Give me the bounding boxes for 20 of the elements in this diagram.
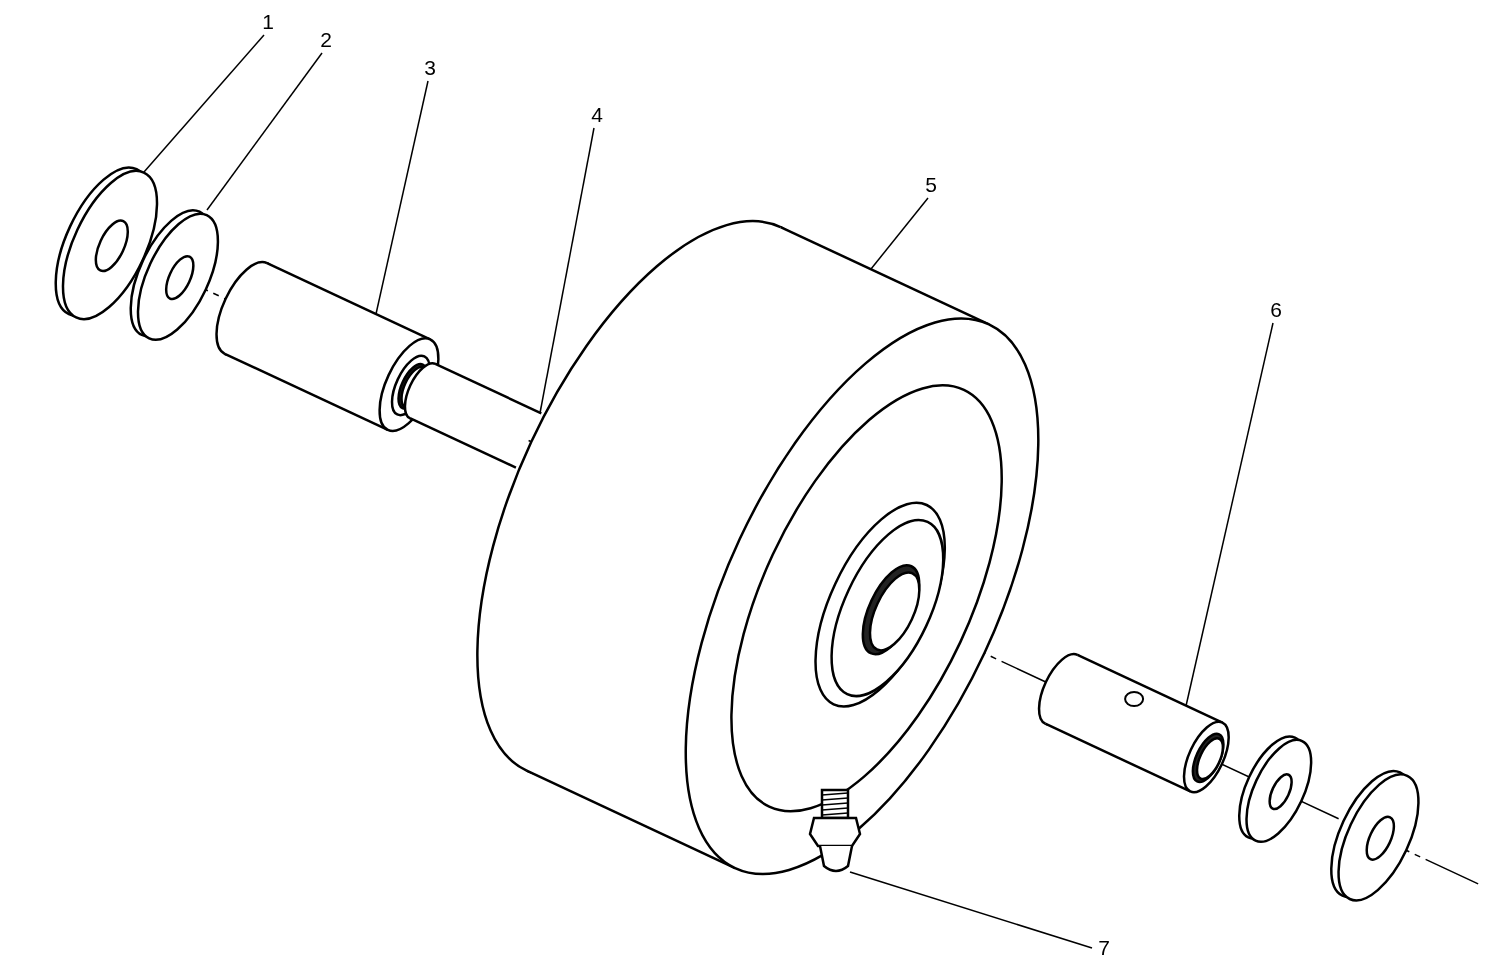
leader-line bbox=[206, 52, 323, 211]
callout-number: 2 bbox=[314, 27, 338, 53]
leader-line bbox=[143, 34, 265, 173]
wheel-drawing bbox=[476, 220, 1040, 875]
leader-line bbox=[870, 197, 929, 270]
leader-line bbox=[375, 80, 429, 315]
leader-line bbox=[1185, 322, 1274, 707]
callout-number: 4 bbox=[585, 102, 609, 128]
callout-number: 6 bbox=[1264, 297, 1288, 323]
callout-number: 7 bbox=[1092, 935, 1116, 961]
grease-fitting-drawing bbox=[808, 788, 862, 873]
callout-number: 5 bbox=[919, 172, 943, 198]
callout-number: 3 bbox=[418, 55, 442, 81]
spacer-tube-drawing bbox=[1037, 652, 1230, 794]
washer-drawing bbox=[129, 209, 220, 341]
bushing-drawing bbox=[215, 261, 440, 433]
leader-line bbox=[849, 871, 1093, 949]
shaft-drawing bbox=[403, 362, 542, 469]
callout-number: 1 bbox=[256, 9, 280, 35]
leader-line bbox=[539, 127, 595, 414]
